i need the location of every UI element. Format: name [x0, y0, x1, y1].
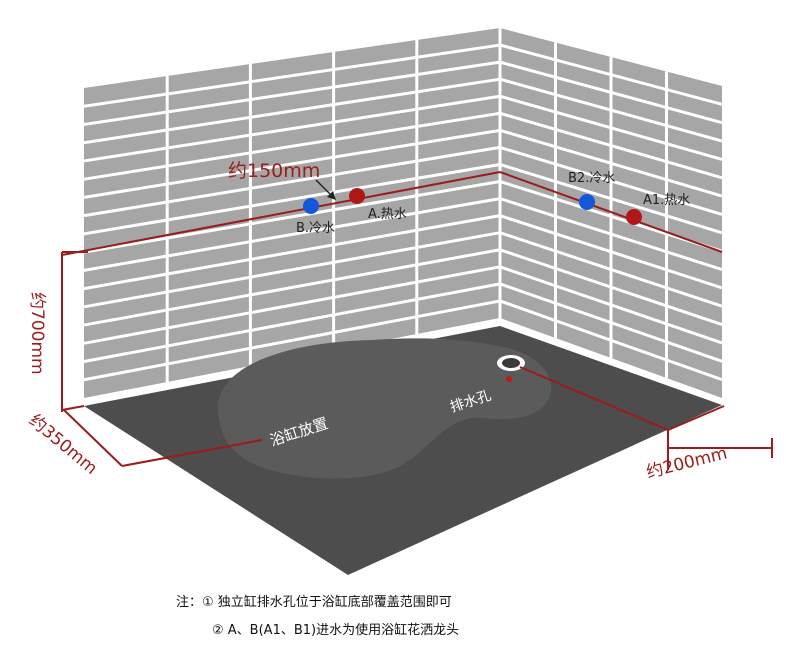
- hot-water-inlet-a: [349, 188, 365, 204]
- tile-grout-row: [83, 231, 501, 309]
- inlet-height-line-back: [61, 171, 501, 256]
- note-line-1: 注：① 独立缸排水孔位于浴缸底部覆盖范围即可: [176, 594, 452, 610]
- dim-150-label: 约150mm: [228, 160, 320, 182]
- cold-water-inlet-b: [303, 198, 319, 214]
- inlet-height-line-side: [499, 171, 723, 253]
- tile-grout-row: [83, 77, 501, 145]
- dim-700-label: 约700mm: [27, 292, 47, 375]
- dim-350-ext-b: [121, 439, 263, 467]
- tile-grout-row: [83, 180, 501, 254]
- drain-marker-dot: [506, 376, 512, 382]
- tile-grout-row: [83, 162, 501, 236]
- tile-grout-row: [83, 265, 501, 345]
- hot-water-a1-label: A1.热水: [643, 193, 690, 208]
- dim-200-label: 约200mm: [644, 443, 729, 482]
- dim-150-pointer: [315, 179, 333, 197]
- tile-grout-row: [83, 43, 501, 108]
- dim-150-arrowhead: [327, 191, 336, 200]
- drain-hole-center: [502, 358, 520, 368]
- back-wall-tiles: [83, 28, 501, 398]
- dim-350-label: 约350mm: [25, 411, 101, 479]
- tile-grout-row: [83, 214, 501, 291]
- drain-offset-line: [519, 366, 669, 431]
- tile-grout-row: [83, 197, 501, 272]
- hot-water-a-label: A.热水: [368, 207, 407, 222]
- side-wall-floor-joint: [499, 323, 723, 404]
- note-line-2: ② A、B(A1、B1)进水为使用浴缸花洒龙头: [212, 622, 459, 638]
- tile-grout-row: [83, 60, 501, 126]
- hot-water-inlet-a1: [626, 209, 642, 225]
- bathtub-footprint: [217, 338, 552, 479]
- tile-grout-row: [83, 248, 501, 327]
- tile-grout-row: [83, 145, 501, 218]
- cold-water-b2-label: B2.冷水: [568, 171, 615, 186]
- dim-350-line: [63, 409, 123, 467]
- dim-200-ext: [667, 405, 725, 431]
- cold-water-b-label: B.冷水: [296, 221, 335, 236]
- tile-grout-row: [83, 299, 501, 382]
- tile-grout-row: [83, 94, 501, 163]
- dim-350-ext-a: [61, 405, 85, 411]
- tile-grout-row: [83, 128, 501, 199]
- tile-grout-row: [83, 282, 501, 364]
- tile-grout-row: [83, 111, 501, 181]
- cold-water-inlet-b2: [579, 194, 595, 210]
